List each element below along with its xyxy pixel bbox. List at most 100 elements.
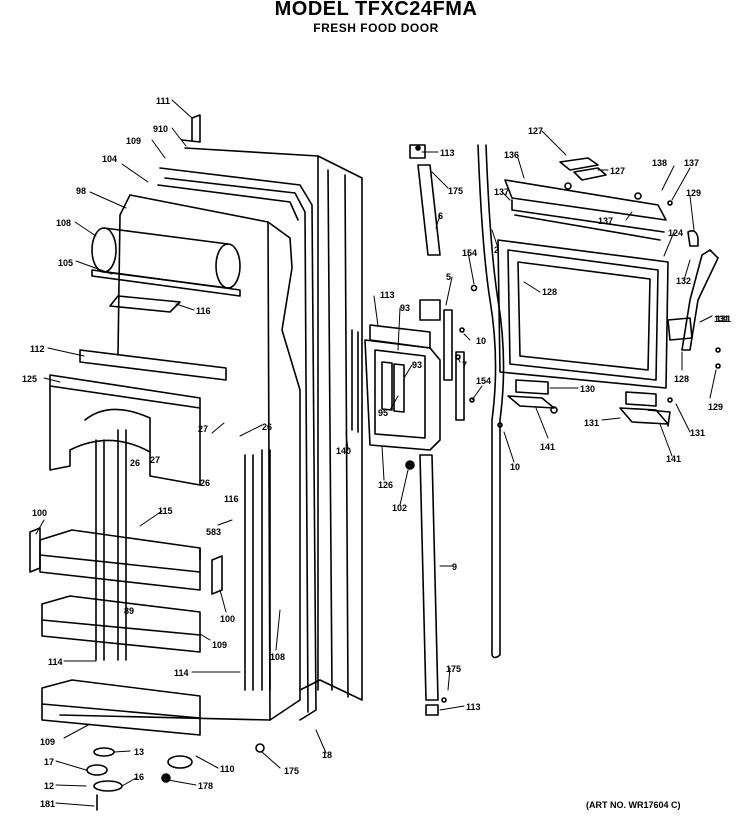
- callout-label: 131: [584, 418, 599, 428]
- callout-label: 27: [150, 455, 160, 465]
- callout-label: 10: [510, 462, 520, 472]
- callout-label: 108: [270, 652, 285, 662]
- callout-label: 26: [200, 478, 210, 488]
- callout-label: 102: [392, 503, 407, 513]
- top-trim-bar: [504, 179, 667, 241]
- callout-label: 93: [412, 360, 422, 370]
- callout-label: 5: [446, 272, 451, 282]
- callout-label: 137: [598, 216, 613, 226]
- section-subtitle: FRESH FOOD DOOR: [313, 21, 439, 35]
- callout-label: 178: [198, 781, 213, 791]
- callout-label: 12: [44, 781, 54, 791]
- callout-label: 110: [220, 764, 235, 774]
- callout-label: 141: [540, 442, 555, 452]
- callout-label: 131: [716, 314, 731, 324]
- top-bracket: [559, 157, 673, 206]
- callout-label: 124: [668, 228, 683, 238]
- callout-label: 583: [206, 527, 221, 537]
- callout-label: 93: [400, 303, 410, 313]
- door-handle-strip: [477, 144, 505, 659]
- butter-compartment: [91, 227, 241, 297]
- dispenser-frame: [364, 324, 441, 451]
- callout-label: 116: [224, 494, 239, 504]
- door-gasket: [157, 167, 317, 721]
- callout-label: 136: [504, 150, 519, 160]
- callout-label: 130: [580, 384, 595, 394]
- callout-label: 105: [58, 258, 73, 268]
- trim-strip-lower: [419, 454, 439, 716]
- right-hinge-arm: [667, 230, 721, 369]
- callout-label: 114: [48, 657, 63, 667]
- inner-door-frame: [497, 239, 669, 389]
- callout-label: 109: [126, 136, 141, 146]
- callout-label: 109: [40, 737, 55, 747]
- callout-label: 175: [446, 664, 461, 674]
- callout-label: 109: [212, 640, 227, 650]
- door-bin-lower: [41, 679, 201, 736]
- callout-label: 181: [40, 799, 55, 809]
- callout-label: 175: [448, 186, 463, 196]
- callout-label: 2: [494, 245, 499, 255]
- bin-end-cap: [29, 527, 41, 573]
- callout-label: 13: [134, 747, 144, 757]
- callout-label: 26: [130, 458, 140, 468]
- dispenser-side-channel: [351, 329, 359, 433]
- callout-label: 113: [440, 148, 455, 158]
- callout-label: 128: [542, 287, 557, 297]
- callout-label: 95: [378, 408, 388, 418]
- callout-label: 16: [134, 772, 144, 782]
- butter-door: [109, 295, 181, 313]
- callout-label: 104: [102, 154, 117, 164]
- bottom-hinge-brackets: [507, 379, 673, 427]
- callout-label: 115: [158, 506, 173, 516]
- callout-label: 26: [262, 422, 272, 432]
- callout-label: 100: [220, 614, 235, 624]
- callout-label: 131: [714, 314, 729, 324]
- trim-strip-upper: [409, 144, 441, 256]
- callout-label: 111: [156, 96, 170, 106]
- callout-label: 127: [528, 126, 543, 136]
- callout-labels: 111 910 109 104 98 108 105 116 112 125 2…: [22, 96, 731, 809]
- trim-strip-middle: [419, 299, 465, 421]
- callout-label: 113: [380, 290, 395, 300]
- shelf-support-rails: [95, 429, 271, 691]
- callout-label: 112: [30, 344, 45, 354]
- callout-label: 137: [684, 158, 699, 168]
- callout-label: 175: [284, 766, 299, 776]
- callout-label: 128: [674, 374, 689, 384]
- screws: [405, 145, 503, 703]
- door-bin-upper: [39, 529, 201, 591]
- hinge-parts: [86, 743, 265, 811]
- callout-label: 138: [652, 158, 667, 168]
- callout-label: 154: [462, 248, 477, 258]
- callout-label: 126: [378, 480, 393, 490]
- callout-label: 154: [476, 376, 491, 386]
- callout-label: 10: [476, 336, 486, 346]
- leader-lines: [35, 99, 717, 807]
- callout-label: 129: [708, 402, 723, 412]
- callout-label: 116: [196, 306, 211, 316]
- callout-label: 140: [336, 446, 351, 456]
- callout-label: 100: [32, 508, 47, 518]
- callout-label: 129: [686, 188, 701, 198]
- callout-label: 125: [22, 374, 37, 384]
- callout-label: 18: [322, 750, 332, 760]
- callout-label: 910: [153, 124, 168, 134]
- callout-label: 113: [466, 702, 481, 712]
- callout-label: 141: [666, 454, 681, 464]
- callout-label: 27: [198, 424, 208, 434]
- callout-label: 17: [44, 757, 54, 767]
- callout-label: 7: [462, 360, 467, 370]
- model-title: MODEL TFXC24FMA: [274, 0, 478, 20]
- art-number: (ART NO. WR17604 C): [586, 800, 681, 810]
- callout-label: 131: [690, 428, 705, 438]
- callout-label: 137: [494, 187, 509, 197]
- callout-label: 127: [610, 166, 625, 176]
- callout-label: 108: [56, 218, 71, 228]
- door-outer-panel: [181, 114, 363, 701]
- bin-end-cap: [211, 555, 223, 595]
- callout-label: 89: [124, 606, 134, 616]
- callout-label: 6: [438, 211, 443, 221]
